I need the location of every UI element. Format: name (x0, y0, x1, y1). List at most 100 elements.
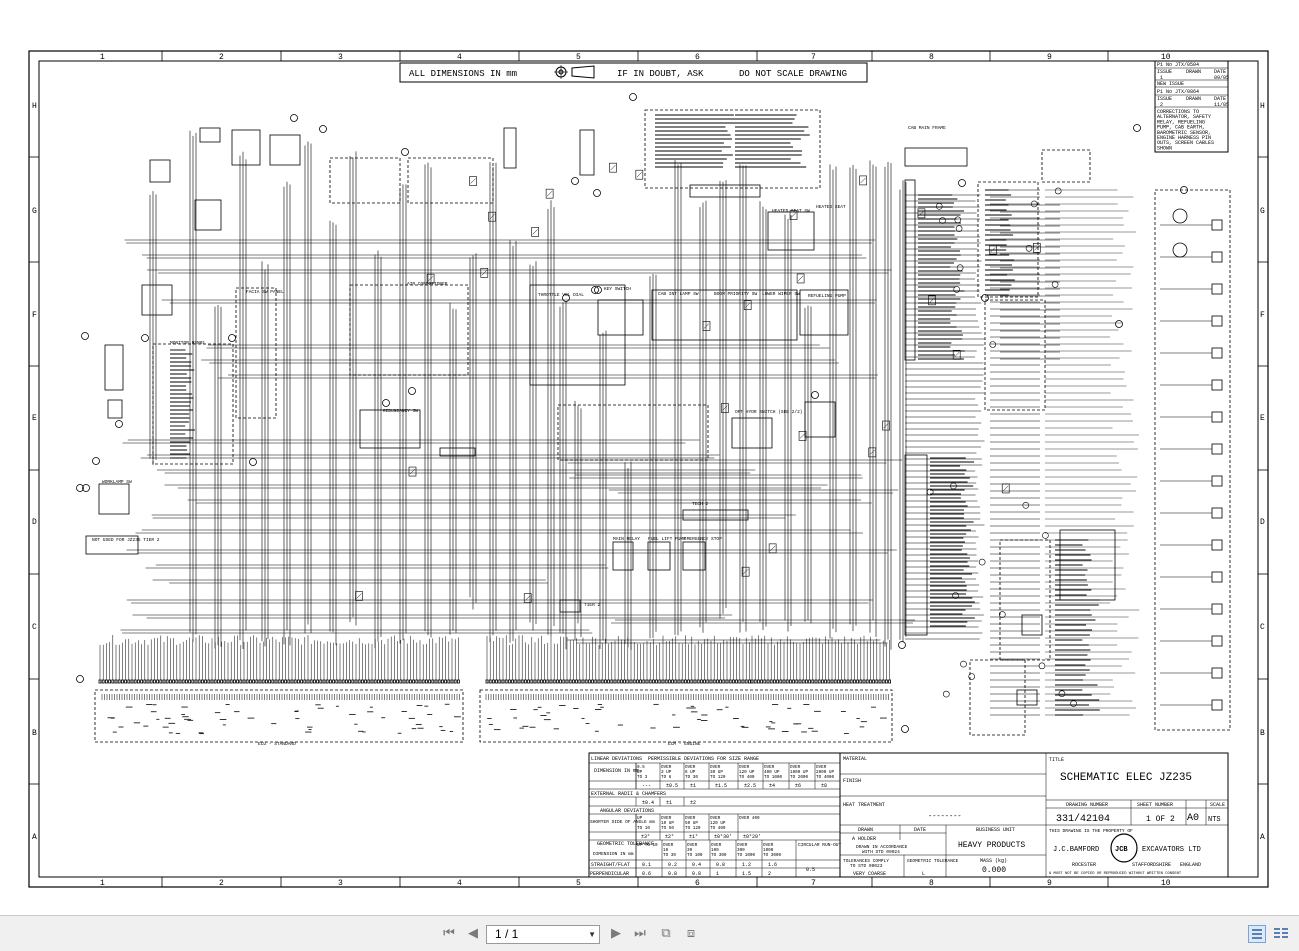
geometric-range-header: UP TO 10 (637, 843, 658, 848)
connector-pin (127, 679, 131, 684)
sensor-box (199, 127, 221, 143)
relay-symbol (743, 300, 752, 310)
connector-pin (629, 679, 633, 684)
right-relay-box (977, 181, 1039, 298)
geometric-range-header: OVER (737, 843, 748, 848)
linear-value: ±1 (690, 783, 696, 789)
geometric-range-header: 300 (737, 848, 745, 853)
callout-circle (1180, 186, 1188, 194)
connector-pin (741, 679, 745, 684)
connector-pin (450, 679, 454, 684)
angular-range-header: OVER 400 (739, 816, 760, 821)
connector-pin (344, 679, 348, 684)
drawn-label: DRAWN (858, 827, 873, 833)
connector-pin (620, 679, 623, 684)
relay-symbol (523, 593, 532, 603)
callout-circle (141, 334, 149, 342)
motor-symbol (1172, 208, 1188, 224)
connector-pin (703, 679, 706, 684)
single-page-view-icon[interactable] (1248, 925, 1266, 943)
address-england: ENGLAND (1180, 862, 1201, 868)
connector-pin (351, 679, 355, 684)
terminal-box (1211, 539, 1223, 551)
zone-col-top: 5 (576, 53, 581, 62)
lamp-box (804, 401, 836, 438)
label-air-con: AIR CONDITIONER (407, 281, 448, 287)
connector-pin (511, 679, 515, 684)
label-not-used: NOT USED FOR JZ235 TIER 2 (92, 537, 160, 543)
linear-range-header: UP (637, 770, 643, 775)
connector-pin (591, 679, 594, 684)
connector-pin (690, 679, 694, 684)
rev-col-drawn: DRAWN (1186, 69, 1201, 75)
connector-pin (290, 679, 294, 684)
connector-pin (600, 679, 604, 684)
zone-col-bottom: 2 (219, 879, 224, 888)
connector-pin (319, 679, 323, 684)
zone-col-top: 2 (219, 53, 224, 62)
label-heated-seat-sw: HEATED SEAT SW (772, 208, 810, 214)
large-connector (904, 179, 916, 361)
relay-symbol (469, 176, 477, 186)
first-page-icon[interactable]: ⏮ (443, 926, 455, 941)
revision-correction-line: ALTERNATOR, SAFETY (1157, 114, 1211, 120)
page-number-select[interactable]: 1 / 1 ▼ (486, 925, 600, 944)
zone-col-bottom: 5 (576, 879, 581, 888)
callout-circle (401, 148, 409, 156)
connector-pin (753, 679, 757, 684)
connector-pin (664, 679, 668, 684)
connector-pin (312, 679, 316, 684)
last-page-icon[interactable]: ⏭ (634, 926, 646, 941)
connector-pin (380, 679, 384, 684)
terminal-box (1211, 379, 1223, 391)
lamp-symbol (1038, 662, 1046, 670)
relay-symbol (488, 211, 496, 222)
very-coarse: VERY COARSE (853, 871, 886, 877)
label-boom-priority: BOOM PRIORITY SW (714, 291, 758, 297)
zone-col-bottom: 9 (1047, 879, 1052, 888)
radii-label: EXTERNAL RADII & CHAMFERS (591, 791, 666, 797)
connector-pin (396, 679, 400, 684)
linear-title: LINEAR DEVIATIONS (591, 756, 642, 762)
next-page-icon[interactable]: ▶ (611, 926, 621, 941)
circular-label: CIRCULAR RUN-OUT (798, 842, 842, 848)
linear-range-header: TO 400 (739, 775, 755, 780)
label-tier2: TIER 2 (584, 602, 601, 608)
connector-pin (568, 679, 572, 684)
material-label: MATERIAL (843, 756, 867, 762)
perp-label: PERPENDICULAR (590, 871, 629, 877)
previous-page-icon[interactable]: ◀ (468, 926, 478, 941)
perp-value: 2 (768, 871, 771, 877)
runout-value: 0.5 (806, 867, 815, 873)
callout-circle (81, 332, 89, 340)
connector-pin (175, 679, 179, 684)
zone-col-top: 9 (1047, 53, 1052, 62)
fit-page-icon[interactable]: ⧉ (661, 926, 671, 941)
connector-pin (549, 679, 553, 684)
linear-value: ±1.5 (715, 783, 727, 789)
note-dims: ALL DIMENSIONS IN mm (409, 69, 517, 79)
geo-tol-value: L (922, 871, 925, 877)
connector-pin (801, 679, 805, 684)
lamp-symbol (1025, 244, 1033, 252)
connector-pin (303, 679, 307, 684)
connector-pin (792, 679, 795, 684)
callout-circle (228, 334, 236, 342)
zone-row-left: F (32, 311, 37, 320)
fit-width-icon[interactable]: ⧈ (686, 926, 696, 941)
straight-label: STRAIGHT/FLAT (591, 862, 630, 868)
connector-pin (782, 679, 786, 684)
relay-symbol (531, 227, 539, 237)
connector-pin (405, 679, 409, 684)
connector-pin (728, 679, 732, 684)
connector-pin (540, 679, 543, 684)
connector-pin (156, 679, 160, 684)
two-page-view-icon[interactable] (1272, 925, 1290, 943)
callout-circle (319, 125, 327, 133)
rev1-pin: P1 No JTX/0504 (1157, 62, 1199, 68)
connector-pin (367, 679, 371, 684)
relay-symbol (796, 273, 805, 284)
rev2-col-issue: ISSUE (1157, 96, 1172, 102)
tier2-connector (559, 599, 581, 613)
connector-pin (268, 679, 272, 684)
